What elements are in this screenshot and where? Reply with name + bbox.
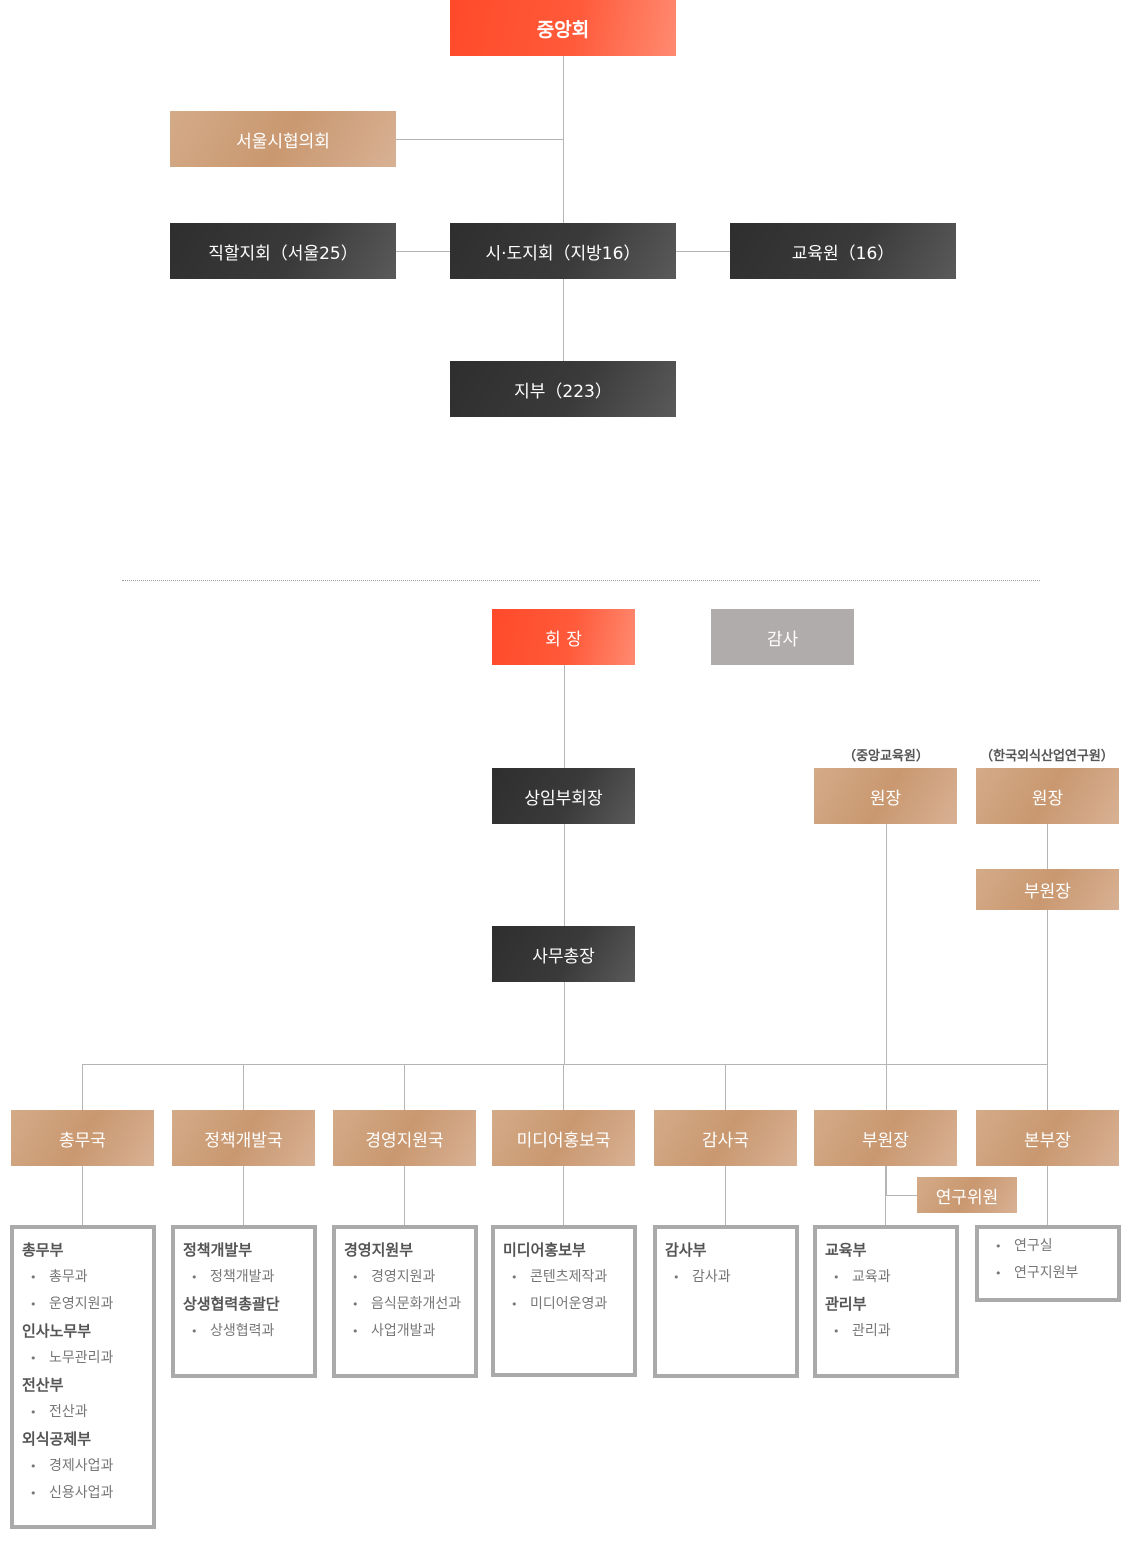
research-institute-label: （한국외식산업연구원）: [980, 749, 1114, 764]
section-item: 경제사업과: [22, 1453, 152, 1480]
connector-line: [886, 823, 887, 1195]
connector-line: [563, 1166, 564, 1226]
section-item: 총무과: [22, 1264, 152, 1291]
institute-vice-director-node: 부원장: [976, 869, 1119, 910]
auditor-node: 감사: [711, 609, 854, 665]
department-detail-box: 총무부총무과운영지원과인사노무부노무관리과전산부전산과외식공제부경제사업과신용사…: [10, 1225, 156, 1529]
connector-line: [396, 139, 563, 140]
section-item: 상생협력과: [183, 1318, 313, 1345]
section-item: 노무관리과: [22, 1345, 152, 1372]
section-item: 교육과: [825, 1264, 955, 1291]
department-node: 부원장: [814, 1110, 957, 1166]
education-node: 교육원（16）: [730, 223, 956, 279]
division-heading: 관리부: [825, 1295, 867, 1313]
department-node: 정책개발국: [172, 1110, 315, 1166]
connector-line: [404, 1166, 405, 1226]
connector-line: [725, 1064, 726, 1110]
section-item: 콘텐츠제작과: [503, 1264, 633, 1291]
section-item: 정책개발과: [183, 1264, 313, 1291]
department-node: 감사국: [654, 1110, 797, 1166]
researcher-node: 연구위원: [917, 1177, 1017, 1213]
section-item: 신용사업과: [22, 1480, 152, 1507]
secretary-general-node: 사무총장: [492, 926, 635, 982]
department-node: 본부장: [976, 1110, 1119, 1166]
connector-line: [404, 1064, 405, 1110]
division-heading: 경영지원부: [344, 1241, 414, 1259]
section-item: 사업개발과: [344, 1318, 474, 1345]
division-heading: 상생협력총괄단: [183, 1295, 280, 1313]
connector-line: [563, 1064, 564, 1110]
connector-line: [82, 1064, 1048, 1065]
central-association-node: 중앙회: [450, 0, 676, 56]
division-heading: 인사노무부: [22, 1322, 92, 1340]
department-node: 경영지원국: [333, 1110, 476, 1166]
connector-line: [676, 251, 730, 252]
connector-line: [82, 1166, 83, 1226]
connector-line: [82, 1064, 83, 1110]
division-heading: 미디어홍보부: [503, 1241, 586, 1259]
connector-line: [1047, 1064, 1048, 1110]
institute-director-node: 원장: [976, 768, 1119, 824]
seoul-council-node: 서울시협의회: [170, 111, 396, 167]
department-node: 미디어홍보국: [492, 1110, 635, 1166]
division-heading: 외식공제부: [22, 1430, 92, 1448]
department-detail-box: 미디어홍보부콘텐츠제작과미디어운영과: [491, 1225, 637, 1377]
section-item: 음식문화개선과: [344, 1291, 474, 1318]
connector-line: [243, 1064, 244, 1110]
section-divider: [122, 580, 1040, 581]
division-heading: 정책개발부: [183, 1241, 253, 1259]
section-item: 연구실: [987, 1233, 1117, 1260]
department-detail-box: 감사부감사과: [653, 1225, 799, 1378]
connector-line: [563, 56, 564, 361]
edu-director-node: 원장: [814, 768, 957, 824]
section-item: 관리과: [825, 1318, 955, 1345]
connector-line: [564, 665, 565, 1064]
department-detail-box: 경영지원부경영지원과음식문화개선과사업개발과: [332, 1225, 478, 1378]
division-heading: 전산부: [22, 1376, 64, 1394]
section-item: 감사과: [665, 1264, 795, 1291]
connector-line: [886, 1195, 917, 1196]
division-heading: 총무부: [22, 1241, 64, 1259]
vice-chair-node: 상임부회장: [492, 768, 635, 824]
department-detail-box: 연구실연구지원부: [975, 1225, 1121, 1302]
department-node: 총무국: [11, 1110, 154, 1166]
connector-line: [1047, 1166, 1048, 1226]
connector-line: [1047, 823, 1048, 869]
section-item: 경영지원과: [344, 1264, 474, 1291]
president-node: 회 장: [492, 609, 635, 665]
section-item: 운영지원과: [22, 1291, 152, 1318]
division-heading: 교육부: [825, 1241, 867, 1259]
connector-line: [725, 1166, 726, 1226]
section-item: 미디어운영과: [503, 1291, 633, 1318]
section-item: 연구지원부: [987, 1260, 1117, 1287]
city-branch-node: 시·도지회（지방16）: [450, 223, 676, 279]
department-detail-box: 교육부교육과관리부관리과: [813, 1225, 959, 1378]
edu-institute-label: （중앙교육원）: [843, 749, 929, 764]
connector-line: [885, 1166, 886, 1226]
connector-line: [243, 1166, 244, 1226]
direct-branch-node: 직할지회（서울25）: [170, 223, 396, 279]
department-detail-box: 정책개발부정책개발과상생협력총괄단상생협력과: [171, 1225, 317, 1378]
connector-line: [1047, 910, 1048, 1064]
branch-node: 지부（223）: [450, 361, 676, 417]
connector-line: [396, 251, 450, 252]
division-heading: 감사부: [665, 1241, 707, 1259]
section-item: 전산과: [22, 1399, 152, 1426]
